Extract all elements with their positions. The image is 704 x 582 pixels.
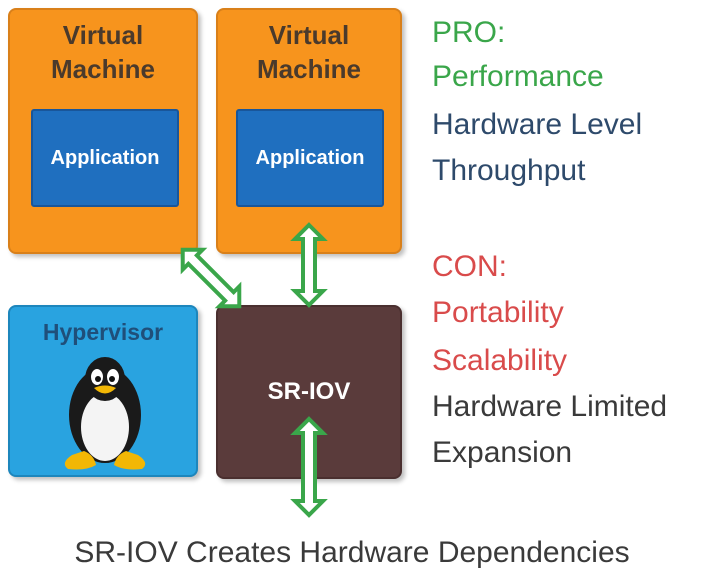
virtual-machine-2: Virtual Machine Application <box>216 8 402 254</box>
caption: SR-IOV Creates Hardware Dependencies <box>74 536 630 569</box>
virtual-machine-1: Virtual Machine Application <box>8 8 198 254</box>
vm-1-title-line1: Virtual <box>62 20 144 50</box>
con-item-scalability: Scalability <box>432 344 568 377</box>
pro-heading: PRO: <box>432 16 506 49</box>
pro-item-performance: Performance <box>432 60 604 93</box>
application-2: Application <box>236 109 384 207</box>
vm2-sriov-double-arrow <box>290 222 328 308</box>
con-item-portability: Portability <box>432 296 564 329</box>
pro-item-throughput: Throughput <box>432 154 586 187</box>
pro-item-hardware-level: Hardware Level <box>432 108 643 141</box>
application-1: Application <box>31 109 179 207</box>
vm-1-title: Virtual Machine <box>10 18 196 86</box>
con-heading: CON: <box>432 250 507 283</box>
sriov-hardware-double-arrow <box>290 416 328 518</box>
con-item-expansion: Expansion <box>432 436 573 469</box>
con-item-hardware-limited: Hardware Limited <box>432 390 668 423</box>
vm-2-title: Virtual Machine <box>218 18 400 86</box>
diagonal-double-arrow <box>180 247 242 309</box>
hypervisor-box: Hypervisor <box>8 305 198 477</box>
vm-2-title-line1: Virtual <box>268 20 350 50</box>
vm-2-title-line2: Machine <box>256 54 362 84</box>
hypervisor-label: Hypervisor <box>42 319 164 345</box>
vm-1-title-line2: Machine <box>50 54 156 84</box>
tux-penguin-icon <box>64 357 146 470</box>
